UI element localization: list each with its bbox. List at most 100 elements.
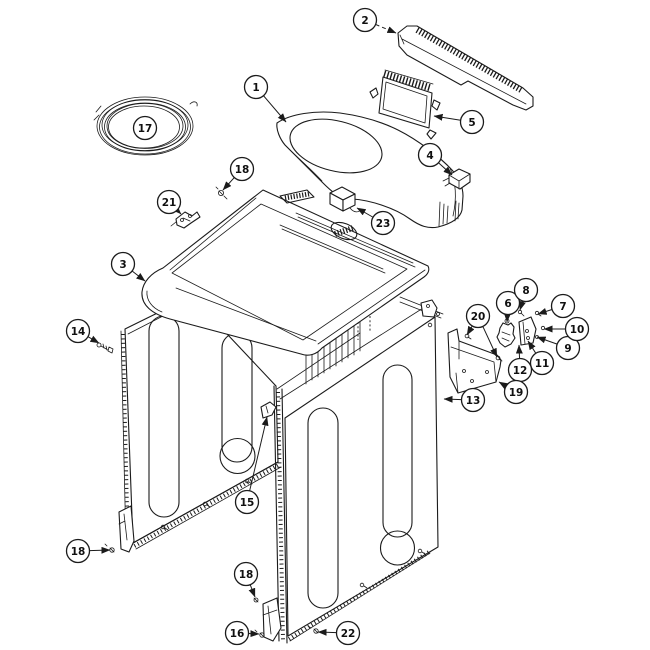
callout-label-8: 8 bbox=[522, 285, 529, 297]
callout-balloon-8-7: 8 bbox=[513, 277, 539, 311]
cabinet-front-panel-right bbox=[276, 296, 444, 642]
callout-circle-8 bbox=[513, 277, 539, 303]
callout-leader-19 bbox=[498, 381, 509, 390]
callout-circle-19 bbox=[503, 379, 529, 405]
callout-label-16: 16 bbox=[230, 628, 245, 640]
callout-leader-20 bbox=[466, 325, 475, 336]
callout-label-9: 9 bbox=[564, 343, 571, 355]
callout-label-18: 18 bbox=[235, 164, 250, 176]
callout-leader-18 bbox=[248, 584, 256, 598]
callout-balloon-21-22: 21 bbox=[156, 189, 182, 215]
rail-screws-right bbox=[359, 322, 433, 589]
mounting-bracket-part19 bbox=[447, 328, 502, 394]
callout-circle-4 bbox=[417, 142, 443, 168]
screw-part18 bbox=[215, 186, 228, 200]
callout-leader-8 bbox=[519, 300, 526, 311]
callout-circle-1 bbox=[243, 74, 269, 100]
callout-circle-11 bbox=[529, 350, 555, 376]
trim-strip-part2 bbox=[397, 25, 534, 111]
callout-circle-2 bbox=[352, 7, 378, 33]
callout-leader-15 bbox=[249, 416, 269, 491]
callout-leader-3 bbox=[131, 270, 146, 282]
cabinet-front-panel-left bbox=[118, 293, 282, 553]
switch-part6 bbox=[496, 318, 516, 348]
callout-leader-7 bbox=[537, 308, 553, 315]
vent-slits bbox=[305, 320, 361, 385]
callout-balloon-15-14: 15 bbox=[234, 416, 269, 515]
callout-balloon-11-10: 11 bbox=[527, 340, 555, 376]
callout-balloon-20-21: 20 bbox=[465, 303, 498, 358]
callout-circle-10 bbox=[564, 316, 590, 342]
callout-leader-11 bbox=[527, 340, 537, 354]
callout-label-19: 19 bbox=[509, 387, 524, 399]
wire-coil-part17 bbox=[93, 96, 198, 156]
callout-balloon-4-3: 4 bbox=[417, 142, 453, 176]
callout-leader-9 bbox=[536, 336, 558, 345]
callout-balloon-18-18: 18 bbox=[65, 538, 111, 564]
callout-balloon-23-24: 23 bbox=[356, 207, 396, 236]
callout-label-4: 4 bbox=[426, 150, 433, 162]
callout-label-17: 17 bbox=[138, 123, 153, 135]
console-part1 bbox=[276, 111, 464, 229]
callout-balloon-18-17: 18 bbox=[222, 156, 255, 191]
callout-leader-20 bbox=[482, 326, 498, 358]
callout-leader-14 bbox=[87, 335, 100, 344]
callout-label-11: 11 bbox=[535, 358, 550, 370]
callout-balloon-3-2: 3 bbox=[110, 251, 146, 282]
corner-post-clip bbox=[260, 401, 277, 419]
callout-balloon-19-20: 19 bbox=[498, 379, 529, 405]
callout-leader-22 bbox=[317, 628, 337, 636]
callout-balloon-18-19: 18 bbox=[233, 561, 259, 598]
callout-circle-3 bbox=[110, 251, 136, 277]
callout-label-14: 14 bbox=[71, 326, 86, 338]
callout-label-2: 2 bbox=[361, 15, 368, 27]
callout-circle-17 bbox=[132, 115, 158, 141]
callout-leader-21 bbox=[172, 205, 182, 215]
callout-balloon-5-4: 5 bbox=[433, 109, 485, 135]
callout-label-13: 13 bbox=[466, 395, 481, 407]
junction-box-part23 bbox=[329, 186, 362, 213]
clip-part21 bbox=[170, 211, 201, 229]
callout-label-22: 22 bbox=[341, 628, 356, 640]
callout-balloon-17-16: 17 bbox=[132, 115, 158, 141]
callout-leader-18 bbox=[89, 546, 111, 554]
top-corner-bracket bbox=[420, 299, 438, 318]
connector-part4 bbox=[442, 168, 471, 190]
callout-label-23: 23 bbox=[376, 218, 391, 230]
callout-balloon-2-1: 2 bbox=[352, 7, 397, 34]
corner-post-foot bbox=[262, 597, 282, 642]
top-panel-part3 bbox=[141, 189, 430, 356]
bracket-plate-part11 bbox=[518, 316, 537, 346]
control-board-part5 bbox=[369, 69, 441, 140]
callout-leader-23 bbox=[356, 207, 374, 218]
left-panel-foot bbox=[118, 505, 135, 553]
callout-balloon-22-23: 22 bbox=[317, 620, 361, 646]
callout-leader-2 bbox=[375, 23, 397, 34]
callout-label-15: 15 bbox=[240, 497, 255, 509]
callout-leader-1 bbox=[263, 95, 287, 123]
callout-label-7: 7 bbox=[559, 301, 566, 313]
callout-balloon-7-6: 7 bbox=[537, 293, 576, 319]
callout-leader-4 bbox=[438, 162, 453, 176]
callout-balloon-12-11: 12 bbox=[507, 344, 533, 383]
callout-circle-14 bbox=[65, 318, 91, 344]
callout-label-12: 12 bbox=[513, 365, 528, 377]
callout-balloon-1-0: 1 bbox=[243, 74, 287, 123]
callout-circle-16 bbox=[224, 620, 250, 646]
callout-circle-23 bbox=[370, 210, 396, 236]
callout-label-18: 18 bbox=[239, 569, 254, 581]
callout-label-20: 20 bbox=[471, 311, 486, 323]
callout-balloon-14-13: 14 bbox=[65, 318, 100, 344]
callout-label-10: 10 bbox=[570, 324, 585, 336]
callout-leader-18 bbox=[222, 177, 235, 191]
callout-label-18: 18 bbox=[71, 546, 86, 558]
callout-circle-18 bbox=[229, 156, 255, 182]
callout-leader-13 bbox=[443, 395, 462, 403]
callout-circle-7 bbox=[550, 293, 576, 319]
callout-label-5: 5 bbox=[468, 117, 475, 129]
callout-label-1: 1 bbox=[252, 82, 259, 94]
callout-circle-5 bbox=[459, 109, 485, 135]
